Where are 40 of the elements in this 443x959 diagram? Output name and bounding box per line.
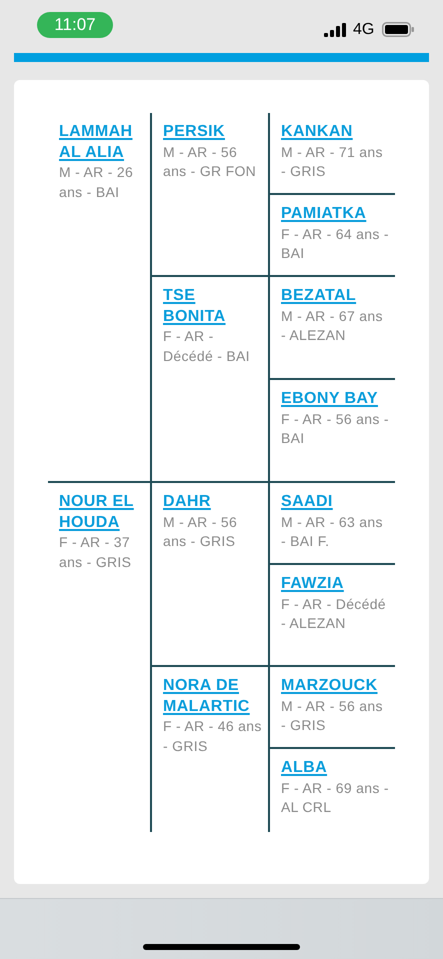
pedigree-cell <box>150 277 268 483</box>
status-time: 11:07 <box>37 12 113 38</box>
pedigree-cell <box>268 667 395 749</box>
horse-details: M - AR - 56 ans - GRIS <box>281 698 383 733</box>
horse-name-link: NORA DE MALARTIC <box>163 677 250 714</box>
horse-name-link: FAWZIA <box>281 575 344 592</box>
horse-name-link: LAMMAH AL ALIA <box>59 123 132 160</box>
horse-details: F - AR - 37 ans - GRIS <box>59 534 132 570</box>
horse-details: F - AR - Décédé - BAI <box>163 328 250 364</box>
pedigree-cell <box>268 113 395 195</box>
horse-details: M - AR - 63 ans - BAI F. <box>281 514 383 549</box>
horse-details: F - AR - 56 ans - BAI <box>281 410 389 446</box>
horse-name-link: ALBA <box>281 759 328 776</box>
horse-details: F - AR - 46 ans - GRIS <box>163 718 262 754</box>
horse-details: M - AR - 26 ans - BAI <box>59 164 134 200</box>
pedigree-cell <box>268 277 395 380</box>
horse-details: F - AR - 64 ans - BAI <box>281 226 389 261</box>
horse-details: M - AR - 71 ans - GRIS <box>281 144 383 179</box>
pedigree-cell <box>268 483 395 565</box>
horse-name-link: PAMIATKA <box>281 205 366 222</box>
horse-name-link: DAHR <box>163 493 211 510</box>
horse-details: M - AR - 56 ans - GRIS <box>163 514 238 549</box>
pedigree-cell <box>150 113 268 277</box>
pedigree-cell <box>268 195 395 277</box>
horse-name-link: NOUR EL HOUDA <box>59 493 134 530</box>
horse-name-link: EBONY BAY <box>281 390 378 407</box>
horse-name-link: MARZOUCK <box>281 677 378 694</box>
pedigree-cell <box>268 380 395 483</box>
horse-name-link: TSE BONITA <box>163 287 226 324</box>
pedigree-cell <box>150 483 268 667</box>
pedigree-cell <box>268 565 395 667</box>
horse-name-link: KANKAN <box>281 123 353 140</box>
horse-details: M - AR - 56 ans - GR FON <box>163 144 256 179</box>
horse-details: F - AR - 69 ans - AL CRL <box>281 780 389 815</box>
horse-details: F - AR - Décédé - ALEZAN <box>281 596 386 631</box>
network-type: 4G <box>353 20 374 40</box>
horse-name-link: PERSIK <box>163 123 225 140</box>
horse-details: M - AR - 67 ans - ALEZAN <box>281 308 383 343</box>
horse-name-link: BEZATAL <box>281 287 356 304</box>
horse-name-link: SAADI <box>281 493 333 510</box>
